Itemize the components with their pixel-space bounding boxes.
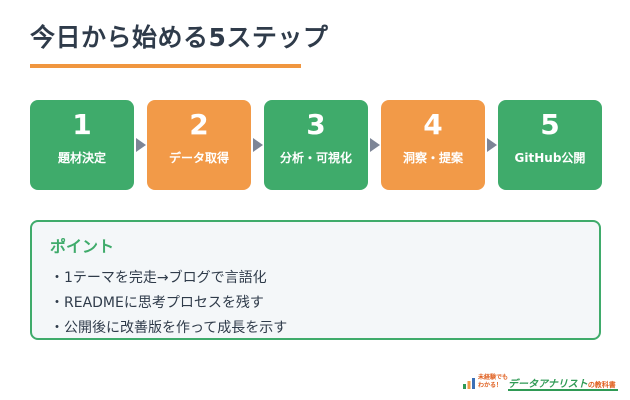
- page-title: 今日から始める5ステップ: [30, 23, 329, 52]
- points-item: ・1テーマを完走→ブログで言語化: [50, 270, 267, 286]
- logo-tagline: 未経験でも わかる！: [478, 374, 508, 390]
- step-label: 題材決定: [57, 151, 106, 165]
- site-logo: 未経験でも わかる！ データアナリストの教科書: [462, 372, 622, 394]
- points-item: ・公開後に改善版を作って成長を示す: [50, 320, 288, 336]
- step-number: 4: [423, 108, 443, 141]
- step-number: 5: [540, 108, 560, 141]
- step-label: データ取得: [168, 151, 229, 165]
- step-label: 洞察・提案: [402, 151, 463, 165]
- title-underline: [30, 64, 301, 68]
- arrow-right-icon: [487, 138, 497, 152]
- arrow-right-icon: [136, 138, 146, 152]
- step-number: 1: [72, 108, 92, 141]
- logo-brand: データアナリストの教科書: [508, 375, 616, 390]
- points-title: ポイント: [50, 237, 115, 256]
- arrow-right-icon: [370, 138, 380, 152]
- step-label: GitHub公開: [514, 151, 586, 165]
- logo-brand-name: データアナリスト: [508, 379, 588, 390]
- logo-tagline-line1: 未経験でも: [478, 374, 509, 381]
- logo-brand-suffix: の教科書: [587, 381, 616, 389]
- step-card-5: 5 GitHub公開: [498, 100, 602, 190]
- step-label: 分析・可視化: [279, 151, 352, 165]
- logo-underline: [508, 389, 618, 391]
- logo-tagline-line2: わかる！: [478, 382, 503, 389]
- arrow-right-icon: [253, 138, 263, 152]
- step-card-4: 4 洞察・提案: [381, 100, 485, 190]
- step-number: 2: [189, 108, 209, 141]
- step-card-3: 3 分析・可視化: [264, 100, 368, 190]
- step-card-2: 2 データ取得: [147, 100, 251, 190]
- step-number: 3: [306, 108, 326, 141]
- points-item: ・READMEに思考プロセスを残す: [50, 295, 264, 311]
- step-card-1: 1 題材決定: [30, 100, 134, 190]
- points-box: ポイント ・1テーマを完走→ブログで言語化 ・READMEに思考プロセスを残す …: [30, 220, 601, 340]
- bar-chart-logo-icon: [463, 378, 475, 389]
- step-flow: 1 題材決定 2 データ取得 3 分析・可視化 4 洞察・提案 5 GitHub…: [30, 100, 602, 190]
